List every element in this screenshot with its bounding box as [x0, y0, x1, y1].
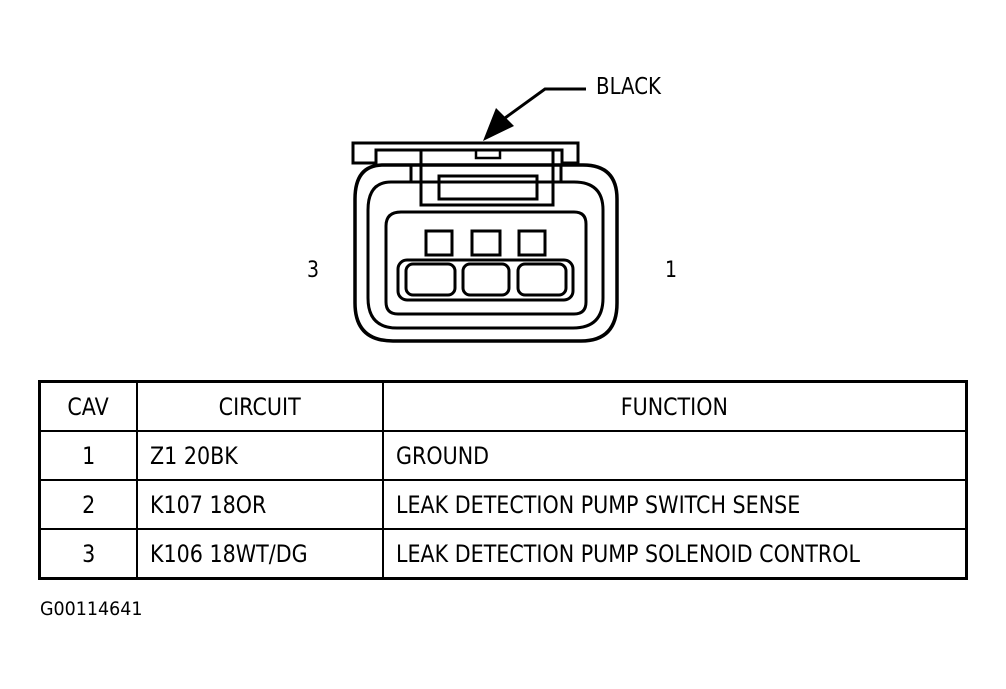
cav-cell: 2	[38, 479, 138, 530]
header-cav: CAV	[38, 380, 138, 432]
pin-1-label: 1	[665, 258, 678, 283]
header-function: FUNCTION	[382, 380, 968, 432]
connector-housing	[351, 141, 619, 343]
connector-diagram	[351, 87, 619, 343]
black-pointer-arrow	[483, 87, 586, 141]
pin-3-label: 3	[307, 258, 320, 283]
table-row: 2 K107 18OR LEAK DETECTION PUMP SWITCH S…	[38, 479, 968, 530]
connector-color-label: BLACK	[596, 74, 662, 100]
function-cell: GROUND	[382, 430, 968, 481]
figure-id: G00114641	[40, 598, 143, 620]
header-circuit: CIRCUIT	[136, 380, 384, 432]
circuit-cell: K106 18WT/DG	[136, 528, 384, 580]
pinout-table: CAV CIRCUIT FUNCTION 1 Z1 20BK GROUND 2 …	[38, 380, 968, 580]
table-header-row: CAV CIRCUIT FUNCTION	[38, 380, 968, 432]
table-row: 1 Z1 20BK GROUND	[38, 430, 968, 481]
cav-cell: 3	[38, 528, 138, 580]
circuit-cell: K107 18OR	[136, 479, 384, 530]
function-cell: LEAK DETECTION PUMP SOLENOID CONTROL	[382, 528, 968, 580]
circuit-cell: Z1 20BK	[136, 430, 384, 481]
function-cell: LEAK DETECTION PUMP SWITCH SENSE	[382, 479, 968, 530]
cav-cell: 1	[38, 430, 138, 481]
table-row: 3 K106 18WT/DG LEAK DETECTION PUMP SOLEN…	[38, 528, 968, 580]
